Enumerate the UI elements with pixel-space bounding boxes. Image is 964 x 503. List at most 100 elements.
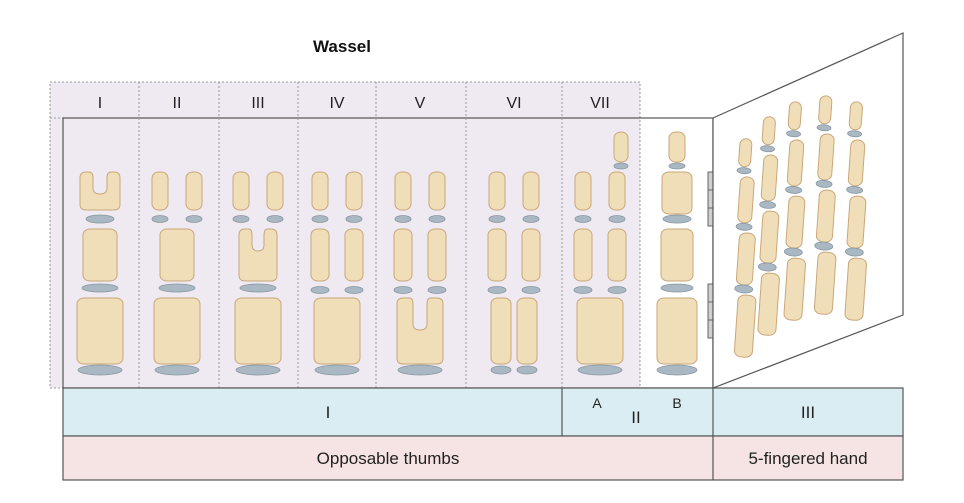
proximal-phalanx bbox=[82, 228, 118, 282]
metacarpal bbox=[656, 297, 698, 365]
column-header-VII: VII bbox=[590, 95, 610, 112]
proximal-phalanx bbox=[393, 228, 413, 282]
metacarpal bbox=[844, 257, 867, 321]
joint-disc bbox=[734, 284, 754, 294]
distal-phalanx bbox=[151, 171, 169, 211]
distal-phalanx bbox=[232, 171, 250, 211]
proximal-phalanx bbox=[521, 228, 541, 282]
distal-phalanx bbox=[668, 131, 686, 163]
joint-disc bbox=[345, 215, 363, 223]
column-header-II: II bbox=[173, 95, 182, 112]
proximal-phalanx bbox=[660, 228, 694, 282]
thumb-column-II bbox=[151, 171, 203, 376]
joint-disc bbox=[846, 185, 864, 194]
joint-disc bbox=[393, 286, 413, 294]
proximal-phalanx bbox=[815, 189, 836, 243]
middle-phalanx bbox=[737, 176, 755, 224]
joint-disc bbox=[490, 365, 512, 375]
joint-disc bbox=[394, 215, 412, 223]
distal-phalanx bbox=[848, 101, 863, 131]
distal-phalanx bbox=[266, 171, 284, 211]
proximal-phalanx bbox=[344, 228, 364, 282]
joint-disc bbox=[844, 247, 864, 257]
proximal-phalanx bbox=[607, 228, 627, 282]
thumb-column-VI bbox=[487, 171, 541, 375]
column-dividers bbox=[138, 82, 563, 388]
proximal-phalanx bbox=[735, 232, 756, 286]
joint-disc bbox=[815, 179, 833, 188]
middle-phalanx bbox=[661, 171, 693, 215]
distal-phalanx bbox=[428, 171, 446, 211]
joint-disc bbox=[760, 145, 775, 153]
extra-phalanx bbox=[613, 131, 629, 163]
finger-2 bbox=[757, 116, 780, 336]
metacarpal bbox=[490, 297, 512, 365]
joint-disc bbox=[154, 364, 200, 376]
distal-phalanx bbox=[488, 171, 506, 211]
joint-disc bbox=[783, 247, 803, 257]
proximal-phalanx bbox=[759, 210, 780, 264]
finger-3 bbox=[783, 101, 806, 321]
joint-disc bbox=[613, 162, 629, 170]
column-header-V: V bbox=[415, 95, 426, 112]
proximal-phalanx bbox=[785, 195, 806, 249]
proximal-phalanx bbox=[427, 228, 447, 282]
bifid-distal-phalanx bbox=[79, 171, 121, 211]
joint-disc bbox=[521, 286, 541, 294]
joint-disc bbox=[487, 286, 507, 294]
group-II-label: II bbox=[631, 408, 640, 427]
middle-phalanx bbox=[760, 154, 779, 202]
proximal-phalanx bbox=[846, 195, 867, 249]
joint-disc bbox=[786, 130, 801, 138]
thumb-column-V bbox=[393, 171, 447, 376]
metacarpal bbox=[733, 294, 757, 358]
joint-disc bbox=[266, 215, 284, 223]
metacarpal bbox=[313, 297, 361, 365]
metacarpal bbox=[153, 297, 201, 365]
joint-disc bbox=[656, 364, 698, 376]
sub-B-label: B bbox=[672, 395, 681, 411]
column-header-III: III bbox=[251, 95, 264, 112]
joint-disc bbox=[662, 214, 692, 224]
joint-disc bbox=[735, 222, 753, 231]
joint-disc bbox=[151, 215, 169, 223]
proximal-phalanx bbox=[159, 228, 195, 282]
opposable-thumbs-label: Opposable thumbs bbox=[317, 449, 460, 468]
distal-phalanx bbox=[185, 171, 203, 211]
middle-phalanx bbox=[786, 139, 805, 187]
joint-disc bbox=[85, 214, 115, 224]
group-I-label: I bbox=[326, 403, 331, 422]
group-III-label: III bbox=[801, 403, 815, 422]
joint-disc bbox=[814, 241, 834, 251]
group-band bbox=[62, 387, 904, 437]
joint-disc bbox=[239, 283, 277, 293]
five-fingered-hand-label: 5-fingered hand bbox=[748, 449, 867, 468]
joint-disc bbox=[344, 286, 364, 294]
joint-disc bbox=[158, 283, 196, 293]
proximal-phalanx bbox=[573, 228, 593, 282]
joint-disc bbox=[573, 286, 593, 294]
column-b-thumb bbox=[656, 131, 698, 376]
thumb-column-VII bbox=[573, 131, 629, 376]
joint-disc bbox=[759, 200, 777, 209]
middle-phalanx bbox=[847, 139, 866, 187]
finger-5 bbox=[844, 101, 867, 321]
column-header-IV: IV bbox=[329, 95, 344, 112]
distal-phalanx bbox=[761, 116, 776, 146]
joint-disc bbox=[577, 364, 623, 376]
distal-phalanx bbox=[522, 171, 540, 211]
joint-disc bbox=[847, 130, 862, 138]
sub-A-label: A bbox=[592, 395, 602, 411]
joint-disc bbox=[668, 162, 686, 170]
joint-disc bbox=[314, 364, 360, 376]
finger-4 bbox=[813, 95, 837, 315]
joint-disc bbox=[516, 365, 538, 375]
column-header-VI: VI bbox=[506, 95, 521, 112]
middle-phalanx bbox=[817, 133, 835, 181]
metacarpal bbox=[813, 251, 837, 315]
joint-disc bbox=[607, 286, 627, 294]
joint-disc bbox=[232, 215, 250, 223]
joint-disc bbox=[235, 364, 281, 376]
